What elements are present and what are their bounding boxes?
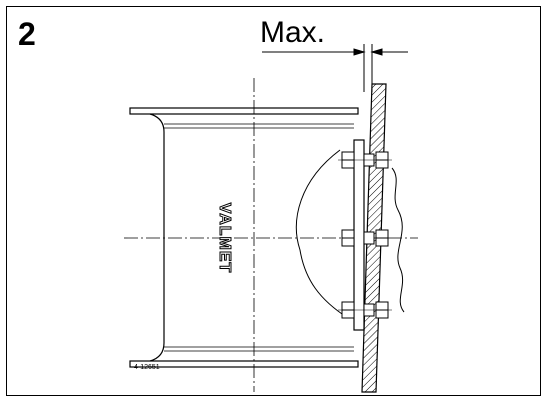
break-lines: [295, 149, 405, 319]
arrow-left-pointing: [370, 48, 383, 56]
figure-number: 2: [18, 16, 36, 52]
max-dimension: [262, 44, 408, 92]
roller-body: [129, 107, 359, 368]
bolt-bottom: [338, 301, 392, 319]
bottom-flange: [129, 360, 359, 368]
flange-curve-bottom-left: [149, 342, 165, 362]
arrow-right-pointing: [353, 48, 366, 56]
brand-mark: VALMET: [216, 202, 234, 274]
max-label: Max.: [260, 16, 326, 49]
flange-curve-top-left: [149, 113, 165, 133]
bolt-top: [338, 151, 392, 169]
break-line-right: [391, 167, 405, 313]
break-line-left: [295, 149, 349, 319]
drawing-id: 4-12651: [134, 364, 160, 371]
bolts: [338, 151, 392, 319]
bolt-middle: [341, 229, 389, 247]
top-flange: [129, 107, 359, 115]
plate-left: [353, 139, 365, 331]
figure-frame: [6, 6, 541, 396]
mounting-plate: [353, 139, 365, 331]
